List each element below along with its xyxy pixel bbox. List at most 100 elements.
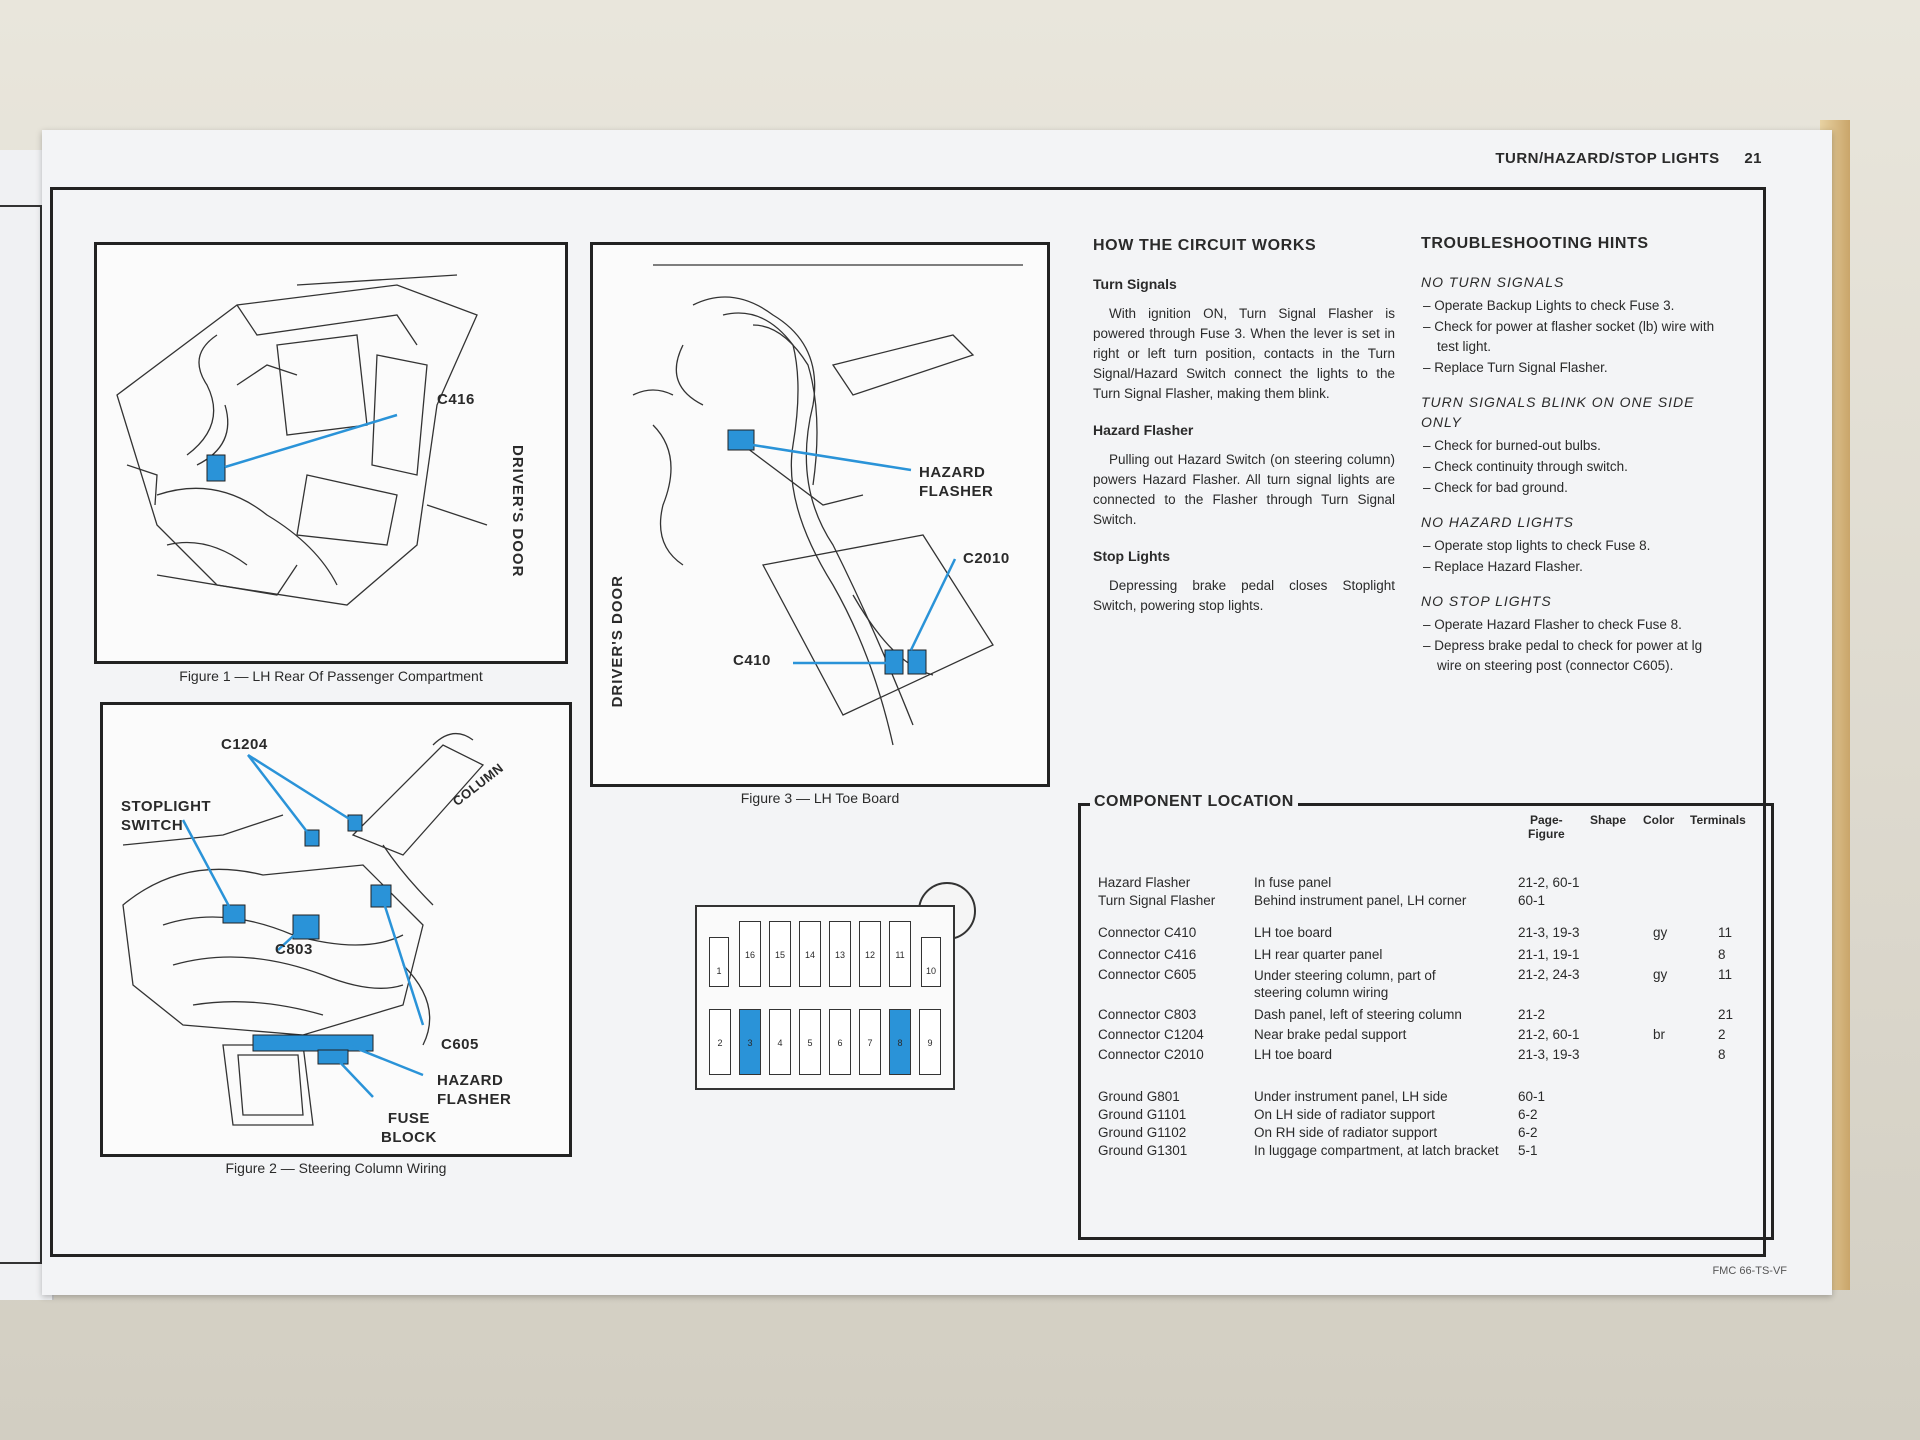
- troubleshooting-title: TROUBLESHOOTING HINTS: [1421, 235, 1649, 252]
- fuse-9: 9: [919, 1009, 941, 1075]
- fuse-3: 3: [739, 1009, 761, 1075]
- fuse-11: 11: [889, 921, 911, 987]
- component-terminals: 11: [1718, 967, 1733, 982]
- hint-item: – Operate Hazard Flasher to check Fuse 8…: [1423, 617, 1682, 632]
- c1204-connector-a: [304, 829, 320, 847]
- component-location: Under steering column, part of steering …: [1254, 968, 1436, 1000]
- figure-1-drawing: [116, 274, 488, 606]
- component-color: br: [1653, 1027, 1666, 1042]
- component-location: Behind instrument panel, LH corner: [1254, 893, 1467, 908]
- hint-item: – Check continuity through switch.: [1423, 459, 1628, 474]
- component-name: Ground G1301: [1098, 1143, 1188, 1158]
- fuse-8: 8: [889, 1009, 911, 1075]
- component-name: Ground G1102: [1098, 1125, 1187, 1140]
- fuse-6: 6: [829, 1009, 851, 1075]
- component-location-title: COMPONENT LOCATION: [1090, 793, 1298, 811]
- component-location: LH rear quarter panel: [1254, 947, 1383, 962]
- c803-connector-shape: [292, 914, 320, 940]
- component-terminals: 11: [1718, 925, 1733, 940]
- component-terminals: 2: [1718, 1027, 1726, 1042]
- hint-item: – Operate Backup Lights to check Fuse 3.: [1423, 298, 1675, 313]
- hint-heading: NO HAZARD LIGHTS: [1421, 514, 1574, 530]
- c2010-connector-shape: [884, 649, 904, 675]
- figure-2-leader-lines: [181, 753, 425, 1098]
- component-terminals: 21: [1718, 1007, 1734, 1022]
- component-location: Dash panel, left of steering column: [1254, 1007, 1462, 1022]
- hazard-flasher-text: Pulling out Hazard Switch (on steering c…: [1093, 452, 1395, 527]
- figure-3-caption: Figure 3 — LH Toe Board: [740, 790, 900, 806]
- c605-connector-shape: [370, 884, 392, 908]
- figure-3-leader-lines: [752, 443, 957, 665]
- component-location: On RH side of radiator support: [1254, 1125, 1438, 1140]
- component-page-figure: 6-2: [1518, 1125, 1538, 1140]
- fuse-1: 1: [709, 937, 729, 987]
- callout-c410: C410: [733, 652, 771, 669]
- figure-3-drawing: [632, 264, 1023, 746]
- component-terminals: 8: [1718, 947, 1726, 962]
- fuse-14: 14: [799, 921, 821, 987]
- figure-2-drawing: [122, 733, 485, 1126]
- component-location: Near brake pedal support: [1254, 1027, 1407, 1042]
- fuse-block-shape: [317, 1049, 349, 1065]
- component-table: Page- Figure Shape Color Terminals Hazar…: [1078, 803, 1774, 1240]
- fuse-7: 7: [859, 1009, 881, 1075]
- component-terminals: 8: [1718, 1047, 1726, 1062]
- component-location: In luggage compartment, at latch bracket: [1254, 1143, 1499, 1158]
- component-location: Under instrument panel, LH side: [1254, 1089, 1448, 1104]
- c410-connector-shape: [907, 649, 927, 675]
- component-page-figure: 21-2, 60-1: [1518, 1027, 1580, 1042]
- fuse-13: 13: [829, 921, 851, 987]
- hint-item: – Replace Hazard Flasher.: [1423, 559, 1583, 574]
- stoplight-switch-shape: [222, 904, 246, 924]
- page-header: TURN/HAZARD/STOP LIGHTS 21: [1475, 150, 1762, 167]
- callout-fuse-block: FUSE BLOCK: [381, 1110, 437, 1146]
- hint-item: – Replace Turn Signal Flasher.: [1423, 360, 1608, 375]
- component-page-figure: 6-2: [1518, 1107, 1538, 1122]
- component-page-figure: 21-2: [1518, 1007, 1546, 1022]
- hint-heading: NO TURN SIGNALS: [1421, 274, 1565, 290]
- fuse-2: 2: [709, 1009, 731, 1075]
- component-color: gy: [1653, 967, 1668, 982]
- component-location: LH toe board: [1254, 925, 1333, 940]
- fuse-4: 4: [769, 1009, 791, 1075]
- stop-lights-text: Depressing brake pedal closes Stoplight …: [1093, 578, 1395, 613]
- component-page-figure: 60-1: [1518, 893, 1546, 908]
- hazard-flasher-heading: Hazard Flasher: [1093, 422, 1194, 438]
- troubleshooting-list: NO TURN SIGNALS – Operate Backup Lights t…: [1421, 272, 1726, 676]
- col-header-page: Page- Figure: [1528, 813, 1565, 841]
- component-page-figure: 5-1: [1518, 1143, 1538, 1158]
- hazard-flasher-shape-fig3: [727, 429, 755, 451]
- stop-lights-heading: Stop Lights: [1093, 548, 1170, 564]
- component-name: Hazard Flasher: [1098, 875, 1191, 890]
- content-frame: [50, 187, 1766, 1257]
- c1204-connector-b: [347, 814, 363, 832]
- figure-1-caption: Figure 1 — LH Rear Of Passenger Compartm…: [179, 668, 483, 684]
- callout-c803: C803: [275, 941, 313, 958]
- c416-leader-line: [224, 413, 398, 469]
- fuse-10: 10: [921, 937, 941, 987]
- component-location-box: [1078, 803, 1774, 1240]
- fuse-16: 16: [739, 921, 761, 987]
- figure-3-side-label: DRIVER'S DOOR: [609, 575, 626, 708]
- component-name: Ground G801: [1098, 1089, 1180, 1104]
- component-page-figure: 21-3, 19-3: [1518, 1047, 1580, 1062]
- c416-connector-shape: [206, 454, 226, 482]
- figure-3: HAZARD FLASHER C2010 C410 DRIVER'S DOOR: [590, 242, 1050, 787]
- page-number: 21: [1744, 150, 1762, 167]
- hint-heading: NO STOP LIGHTS: [1421, 593, 1552, 609]
- callout-hazard-flasher: HAZARD FLASHER: [437, 1072, 512, 1108]
- callout-c605: C605: [441, 1036, 479, 1053]
- figure-2: C1204 STOPLIGHT SWITCH C803 C605 HAZARD …: [100, 702, 572, 1157]
- callout-c416: C416: [437, 391, 475, 408]
- hint-item: – Operate stop lights to check Fuse 8.: [1423, 538, 1651, 553]
- footer-code: FMC 66-TS-VF: [1712, 1265, 1787, 1277]
- facing-page-frame: [0, 205, 42, 1264]
- component-page-figure: 21-1, 19-1: [1518, 947, 1580, 962]
- component-color: gy: [1653, 925, 1668, 940]
- troubleshooting-hints: TROUBLESHOOTING HINTS NO TURN SIGNALS – O…: [1421, 234, 1726, 677]
- component-location: LH toe board: [1254, 1047, 1333, 1062]
- figure-1-side-label: DRIVER'S DOOR: [509, 445, 526, 578]
- fuse-12: 12: [859, 921, 881, 987]
- component-name: Connector C2010: [1098, 1047, 1204, 1062]
